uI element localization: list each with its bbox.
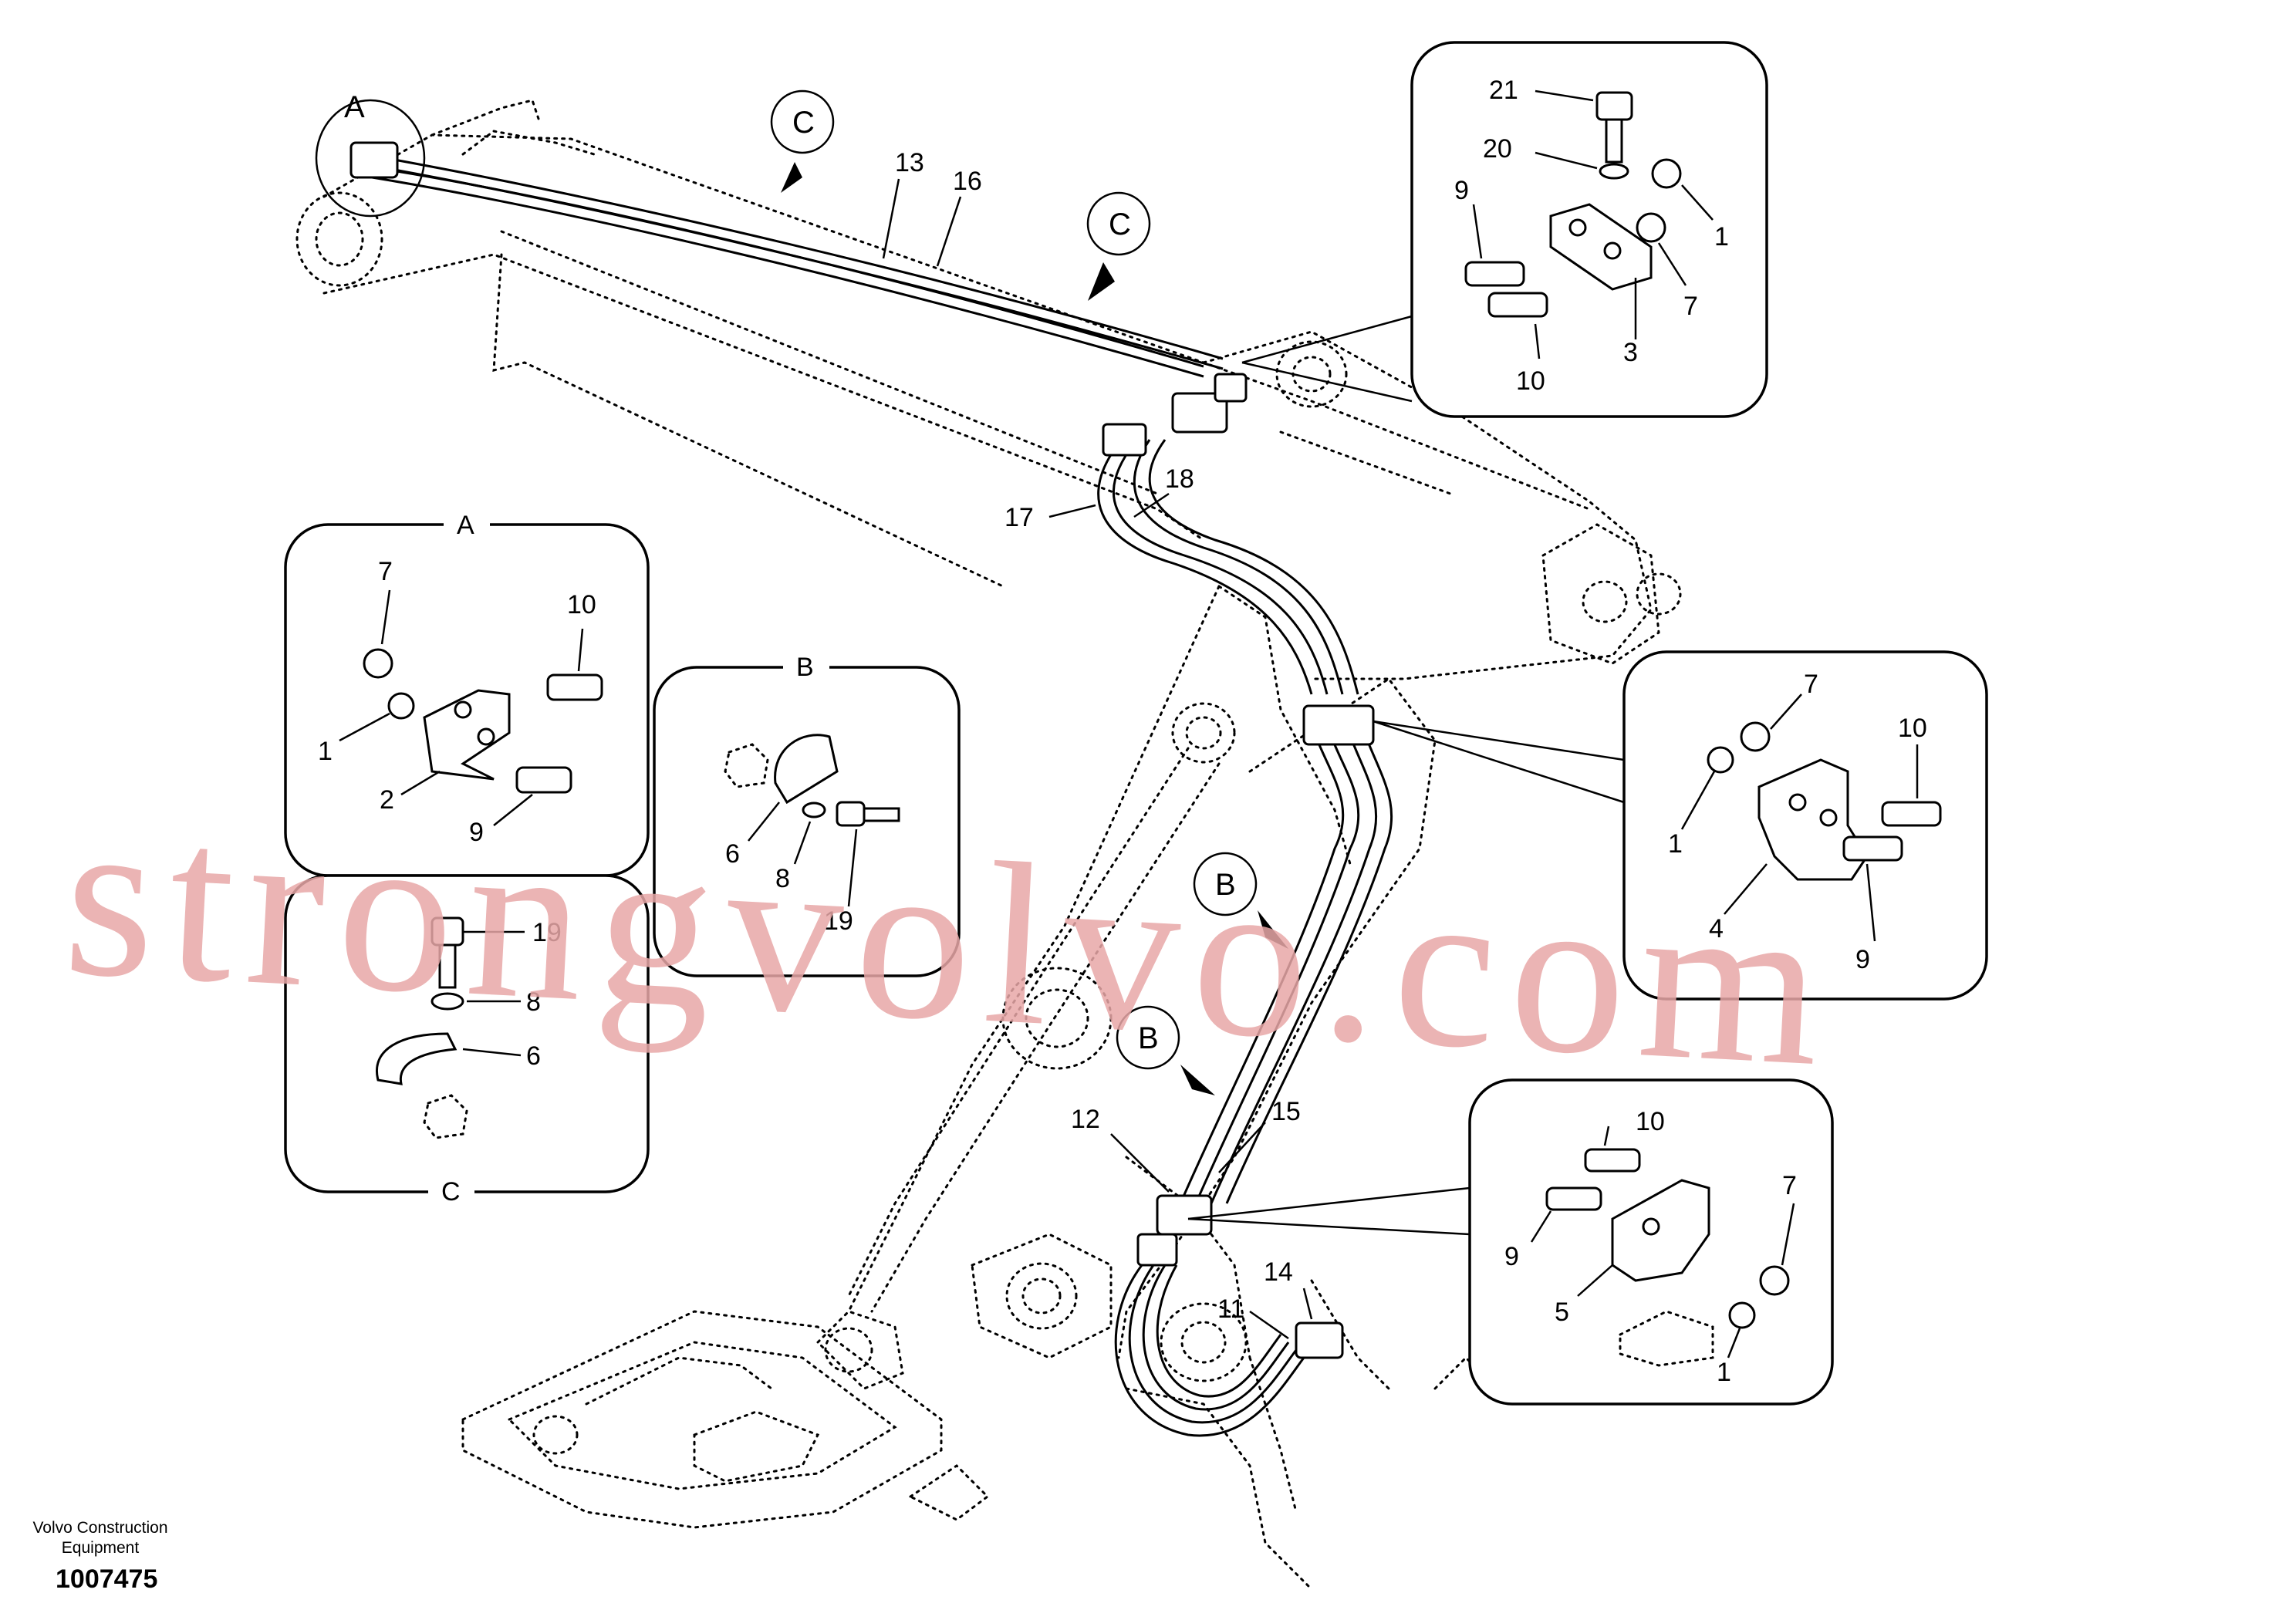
B-label-19: 19 <box>824 906 853 936</box>
br-label-1: 1 <box>1717 1358 1731 1387</box>
label-12: 12 <box>1071 1105 1100 1134</box>
callout-C-2: C <box>1086 191 1151 301</box>
callout-B-1: B <box>1193 852 1288 949</box>
detail-box-mid-right: 7 10 1 4 9 <box>1373 650 1988 1001</box>
label-18: 18 <box>1165 464 1194 494</box>
A-label-10: 10 <box>567 590 596 619</box>
detail-box-top-right: 21 20 3 1 7 9 10 <box>1241 41 1768 418</box>
label-15: 15 <box>1271 1097 1301 1126</box>
mr-label-4: 4 <box>1709 914 1724 943</box>
C-label-6: 6 <box>526 1041 541 1071</box>
tr-label-21: 21 <box>1489 76 1518 105</box>
detail-B-title: B <box>796 653 814 682</box>
br-label-9: 9 <box>1504 1242 1519 1271</box>
B-label-6: 6 <box>725 839 740 869</box>
callout-B-2: B <box>1116 1005 1215 1095</box>
callout-C-1: C <box>770 89 835 193</box>
detail-box-B: B 6 8 19 <box>653 652 961 977</box>
br-label-7: 7 <box>1782 1171 1797 1200</box>
tr-label-3: 3 <box>1623 338 1638 367</box>
label-16: 16 <box>953 167 982 196</box>
main-labels: 13 16 17 18 12 15 14 11 <box>882 148 1313 1340</box>
detail-box-A: A 7 10 1 2 9 <box>284 509 650 877</box>
br-label-10: 10 <box>1636 1107 1665 1136</box>
label-14: 14 <box>1264 1257 1293 1287</box>
svg-text:B: B <box>1138 1021 1159 1055</box>
tr-label-10: 10 <box>1516 366 1545 396</box>
tr-label-20: 20 <box>1483 134 1512 164</box>
C-label-19: 19 <box>532 918 562 947</box>
footer-drawing-number: 1007475 <box>56 1564 158 1594</box>
callout-A-letter: A <box>344 90 365 124</box>
A-label-1: 1 <box>318 737 333 766</box>
upper-structure-outline <box>461 1279 1498 1591</box>
fittings <box>349 141 1375 1359</box>
mr-label-7: 7 <box>1804 670 1818 699</box>
tr-label-9: 9 <box>1454 176 1469 205</box>
mr-label-1: 1 <box>1668 829 1683 859</box>
A-label-2: 2 <box>380 785 394 815</box>
svg-text:C: C <box>792 106 815 140</box>
B-label-8: 8 <box>775 864 790 893</box>
detail-box-C: C 19 8 6 <box>284 874 650 1207</box>
callout-A-top: A <box>315 90 426 218</box>
label-11: 11 <box>1217 1294 1244 1324</box>
hoses <box>362 157 1393 1437</box>
tr-label-1: 1 <box>1714 222 1729 251</box>
tr-label-7: 7 <box>1683 292 1698 321</box>
svg-text:C: C <box>1109 208 1131 241</box>
detail-A-title: A <box>457 511 474 540</box>
label-17: 17 <box>1004 503 1034 532</box>
br-label-5: 5 <box>1555 1298 1569 1327</box>
mr-label-9: 9 <box>1855 945 1870 974</box>
A-label-7: 7 <box>378 557 393 586</box>
A-label-9: 9 <box>469 818 484 847</box>
detail-box-bottom-right: 10 7 9 5 1 <box>1187 1078 1834 1406</box>
footer-company-line1: Volvo Construction <box>32 1519 168 1537</box>
svg-text:B: B <box>1215 868 1236 902</box>
C-label-8: 8 <box>526 987 541 1017</box>
footer-company: Volvo Construction Equipment <box>31 1518 170 1558</box>
footer-company-line2: Equipment <box>61 1539 140 1557</box>
detail-C-title: C <box>441 1177 461 1207</box>
mr-label-10: 10 <box>1898 714 1927 743</box>
label-13: 13 <box>895 148 924 177</box>
